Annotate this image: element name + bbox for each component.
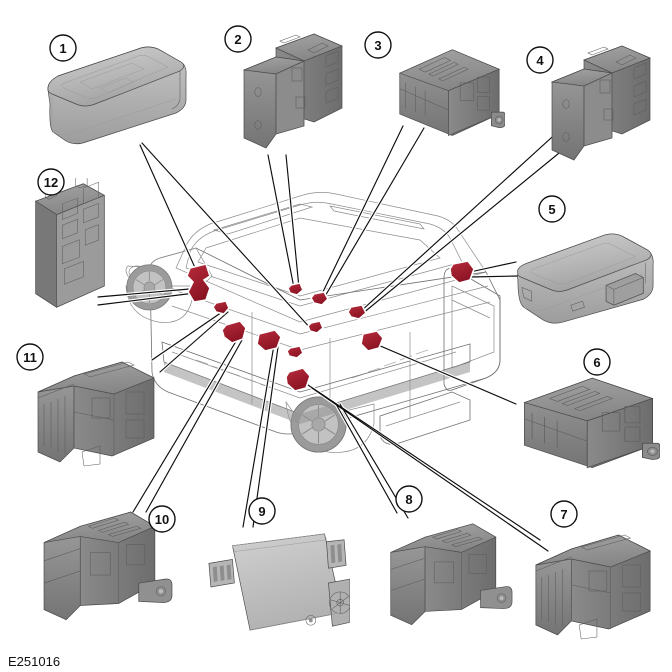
leader-line (469, 261, 517, 273)
callout-1[interactable]: 1 (49, 34, 77, 62)
leader-line (151, 309, 226, 361)
callout-label: 10 (155, 512, 169, 527)
module-11 (37, 361, 155, 467)
module-5 (517, 233, 654, 324)
location-marker (286, 345, 304, 359)
callout-2[interactable]: 2 (224, 25, 252, 53)
location-markers (186, 260, 475, 392)
location-marker (221, 320, 247, 344)
leader-line (252, 346, 279, 528)
module-8 (390, 523, 513, 626)
location-marker (307, 320, 324, 334)
leader-line (319, 125, 404, 299)
callout-label: 2 (234, 32, 241, 47)
callout-label: 7 (560, 507, 567, 522)
callout-label: 3 (374, 38, 381, 53)
leader-line (359, 127, 563, 313)
callout-6[interactable]: 6 (583, 348, 611, 376)
location-marker (310, 291, 329, 306)
callout-11[interactable]: 11 (16, 343, 44, 371)
callout-label: 5 (548, 202, 555, 217)
leader-line (311, 387, 549, 552)
location-marker (287, 282, 304, 296)
leader-line (361, 139, 576, 315)
callout-markers: 1 2 3 4 5 6 7 8 (16, 25, 611, 533)
module-6 (523, 377, 660, 469)
callout-label: 8 (405, 492, 412, 507)
leader-line (335, 403, 398, 514)
callout-8[interactable]: 8 (395, 485, 423, 513)
module-2 (243, 33, 343, 149)
module-9 (208, 533, 350, 631)
callout-label: 1 (59, 41, 66, 56)
callout-label: 12 (44, 175, 58, 190)
location-marker (360, 330, 384, 352)
leader-line (97, 291, 204, 306)
callout-12[interactable]: 12 (37, 168, 65, 196)
vehicle-body (125, 192, 501, 453)
module-7 (535, 534, 651, 640)
callout-5[interactable]: 5 (538, 195, 566, 223)
leader-line (307, 384, 541, 541)
callout-label: 11 (23, 350, 37, 365)
leader-line (132, 337, 239, 513)
leader-line (469, 275, 519, 278)
figure-id: E251016 (8, 654, 60, 669)
module-4 (551, 45, 651, 161)
leader-lines (96, 124, 577, 553)
callout-label: 6 (593, 355, 600, 370)
leader-line (242, 344, 275, 528)
leader-line (145, 339, 243, 513)
location-marker (449, 260, 475, 284)
module-12 (35, 178, 105, 308)
location-marker (347, 304, 367, 320)
location-marker (212, 300, 230, 315)
callout-10[interactable]: 10 (148, 505, 176, 533)
module-3 (399, 49, 505, 136)
leader-line (323, 127, 425, 299)
leader-line (267, 154, 295, 289)
callout-3[interactable]: 3 (364, 31, 392, 59)
leader-line (285, 154, 300, 289)
leader-line (141, 142, 313, 331)
location-marker (186, 263, 211, 303)
leader-line (139, 144, 206, 291)
location-marker (256, 329, 282, 352)
leader-line (377, 344, 517, 405)
module-1 (47, 46, 187, 145)
callout-7[interactable]: 7 (550, 500, 578, 528)
callout-4[interactable]: 4 (526, 46, 554, 74)
callout-label: 9 (258, 504, 265, 519)
location-marker (285, 367, 311, 392)
callout-label: 4 (536, 53, 544, 68)
modules (35, 33, 660, 640)
leader-line (159, 311, 229, 373)
leader-line (97, 287, 202, 298)
callout-9[interactable]: 9 (248, 497, 276, 525)
